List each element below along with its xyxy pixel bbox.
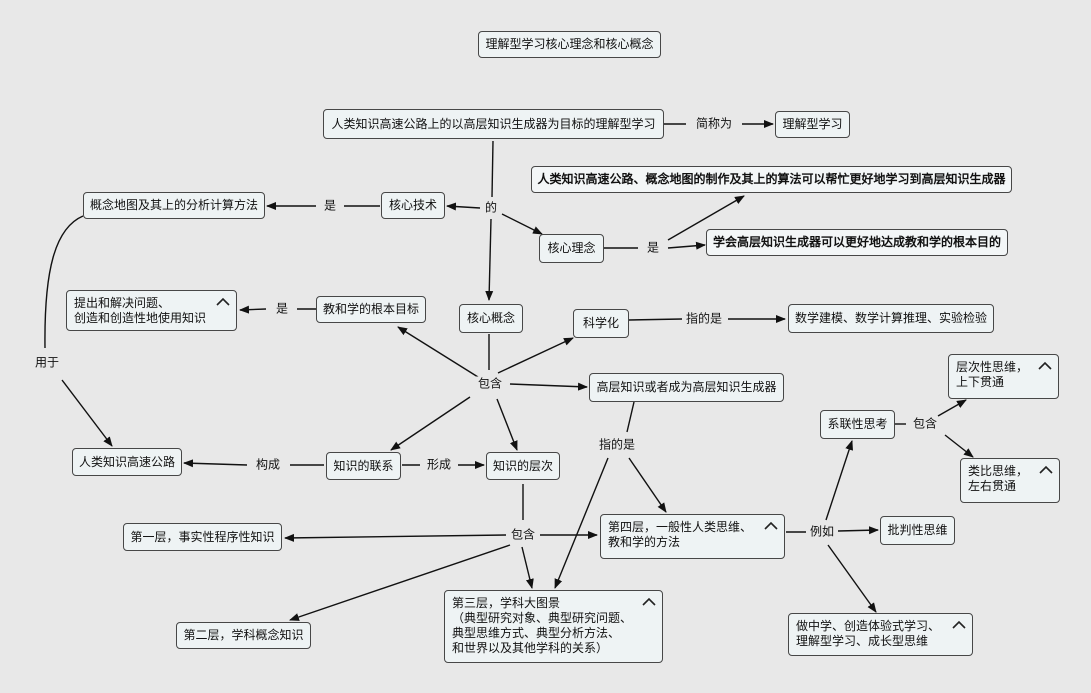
edge-label-contains-concept: 包含 bbox=[474, 376, 506, 392]
node-learning-by-doing-text: 做中学、创造体验式学习、 理解型学习、成长型思维 bbox=[796, 619, 941, 648]
node-knowledge-levels[interactable]: 知识的层次 bbox=[486, 452, 560, 480]
edge-label-refers-scientific: 指的是 bbox=[682, 311, 726, 327]
chevron-up-icon[interactable] bbox=[764, 521, 778, 531]
node-hierarchical-text: 层次性思维， 上下贯通 bbox=[956, 360, 1029, 389]
node-analogical-text: 类比思维， 左右贯通 bbox=[968, 464, 1029, 493]
node-concept-map-methods[interactable]: 概念地图及其上的分析计算方法 bbox=[83, 192, 265, 219]
node-pose-solve-text: 提出和解决问题、 创造和创造性地使用知识 bbox=[74, 296, 207, 325]
node-systems-thinking[interactable]: 系联性思考 bbox=[820, 410, 895, 439]
node-core-technology[interactable]: 核心技术 bbox=[381, 192, 445, 219]
chevron-up-icon[interactable] bbox=[1038, 361, 1052, 371]
edge-label-is-idea: 是 bbox=[643, 240, 663, 256]
node-main-topic[interactable]: 人类知识高速公路上的以高层知识生成器为目标的理解型学习 bbox=[323, 109, 664, 139]
chevron-up-icon[interactable] bbox=[642, 597, 656, 607]
edge-label-contains-levels: 包含 bbox=[507, 527, 539, 543]
edge-label-is-tech: 是 bbox=[320, 198, 340, 214]
node-layer-3-text: 第三层，学科大图景 （典型研究对象、典型研究问题、 典型思维方式、典型分析方法、… bbox=[452, 596, 633, 655]
edge-label-constitutes: 构成 bbox=[252, 457, 284, 473]
node-critical-thinking[interactable]: 批判性思维 bbox=[880, 516, 955, 545]
edge-label-refers-highgen: 指的是 bbox=[595, 437, 639, 453]
node-knowledge-links[interactable]: 知识的联系 bbox=[326, 452, 401, 480]
map-title[interactable]: 理解型学习核心理念和核心概念 bbox=[478, 31, 661, 58]
node-knowledge-highway[interactable]: 人类知识高速公路 bbox=[72, 448, 182, 476]
node-layer-2[interactable]: 第二层，学科概念知识 bbox=[176, 622, 311, 649]
node-idea-highway-algorithms[interactable]: 人类知识高速公路、概念地图的制作及其上的算法可以帮忙更好地学习到高层知识生成器 bbox=[531, 166, 1012, 193]
node-high-level-generator[interactable]: 高层知识或者成为高层知识生成器 bbox=[589, 373, 784, 402]
node-core-idea[interactable]: 核心理念 bbox=[539, 234, 604, 263]
node-scientific[interactable]: 科学化 bbox=[573, 309, 629, 338]
edge-label-example: 例如 bbox=[806, 524, 838, 540]
node-hierarchical-thinking[interactable]: 层次性思维， 上下贯通 bbox=[948, 354, 1059, 399]
node-layer-4[interactable]: 第四层，一般性人类思维、 教和学的方法 bbox=[600, 514, 785, 559]
node-layer-4-text: 第四层，一般性人类思维、 教和学的方法 bbox=[608, 520, 753, 549]
node-understanding-learning[interactable]: 理解型学习 bbox=[775, 111, 850, 138]
chevron-up-icon[interactable] bbox=[952, 620, 966, 630]
node-learning-by-doing[interactable]: 做中学、创造体验式学习、 理解型学习、成长型思维 bbox=[788, 613, 973, 656]
chevron-up-icon[interactable] bbox=[1039, 465, 1053, 475]
chevron-up-icon[interactable] bbox=[216, 297, 230, 307]
node-math-modeling[interactable]: 数学建模、数学计算推理、实验检验 bbox=[788, 304, 994, 333]
node-analogical-thinking[interactable]: 类比思维， 左右贯通 bbox=[960, 458, 1060, 503]
node-layer-1[interactable]: 第一层，事实性程序性知识 bbox=[123, 523, 282, 551]
edge-label-is-goal: 是 bbox=[272, 301, 292, 317]
edge-label-contains-systems: 包含 bbox=[909, 416, 941, 432]
node-layer-3[interactable]: 第三层，学科大图景 （典型研究对象、典型研究问题、 典型思维方式、典型分析方法、… bbox=[444, 590, 663, 663]
node-pose-solve-problems[interactable]: 提出和解决问题、 创造和创造性地使用知识 bbox=[66, 290, 237, 331]
edge-label-used-for: 用于 bbox=[31, 355, 63, 371]
edge-label-of: 的 bbox=[481, 200, 501, 216]
node-core-concept[interactable]: 核心概念 bbox=[459, 304, 523, 333]
node-idea-fundamental-goal[interactable]: 学会高层知识生成器可以更好地达成教和学的根本目的 bbox=[706, 229, 1008, 256]
node-teaching-goal[interactable]: 教和学的根本目标 bbox=[316, 296, 426, 323]
edge-label-abbrev: 简称为 bbox=[692, 116, 736, 132]
edge-label-forms: 形成 bbox=[423, 457, 455, 473]
